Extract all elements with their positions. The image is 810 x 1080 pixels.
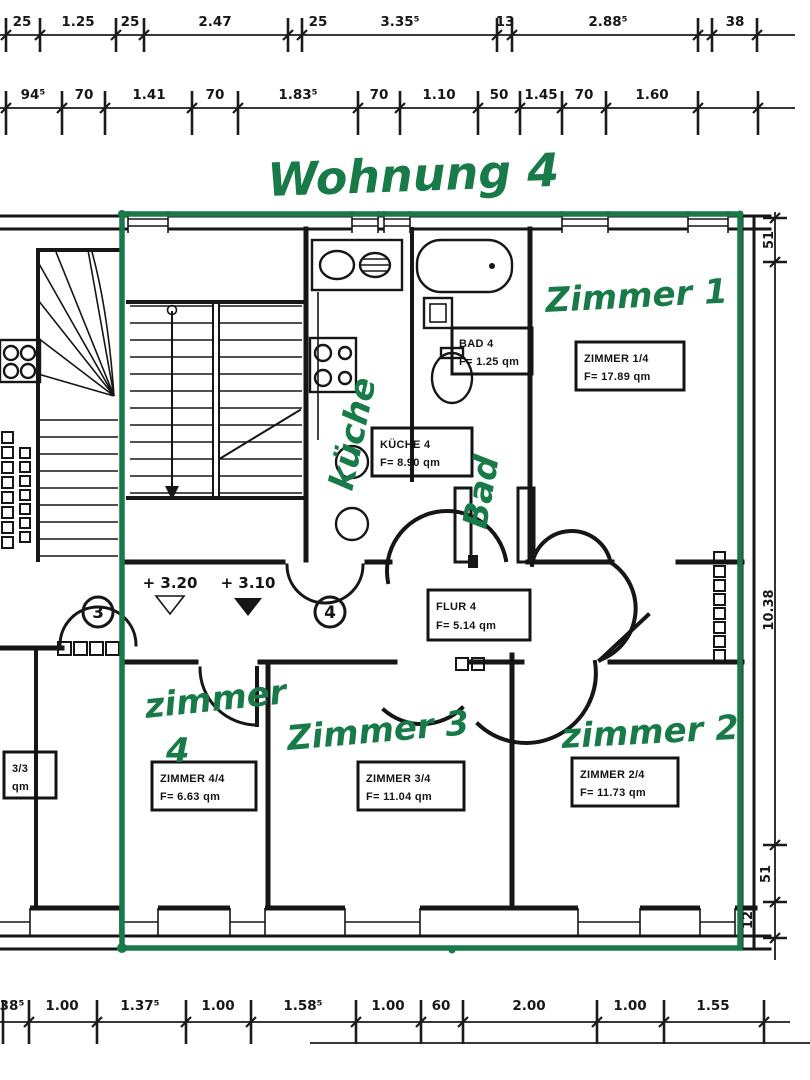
- label-zimmer4-line2: 4: [165, 731, 190, 771]
- dim-label: 1.55: [696, 998, 729, 1014]
- svg-text:KÜCHE 4: KÜCHE 4: [380, 438, 431, 451]
- handwritten-labels: Wohnung 4 Zimmer 1 küche Bad zimmer 4 Zi…: [142, 143, 740, 771]
- svg-text:F= 6.63 qm: F= 6.63 qm: [160, 791, 220, 803]
- door-number-4: 4: [313, 595, 347, 629]
- dim-label: 3.35⁵: [380, 14, 419, 30]
- dim-label: 2.47: [198, 14, 231, 30]
- dim-label: 1.83⁵: [278, 87, 317, 103]
- dimension-row-bottom: 38⁵ 1.00 1.37⁵ 1.00 1.58⁵ 1.00 60 2.00 1…: [0, 998, 810, 1044]
- door-number-3: 3: [81, 595, 115, 629]
- dim-label: 12: [741, 911, 756, 929]
- dimension-row-top-1: 25 1.25 25 2.47 25 3.35⁵ 13 2.88⁵ 38: [0, 14, 795, 52]
- dim-label: 1.25: [61, 14, 94, 30]
- dim-label: 38: [726, 14, 745, 30]
- label-zimmer1: Zimmer 1: [543, 271, 728, 321]
- svg-text:ZIMMER 3/4: ZIMMER 3/4: [366, 773, 431, 785]
- apartment-outline-marker: [117, 210, 744, 954]
- level-mark-left: + 3.20: [143, 574, 198, 616]
- dim-label: 1.00: [201, 998, 234, 1014]
- label-bad: Bad: [455, 452, 507, 532]
- label-zimmer3: Zimmer 3: [284, 703, 470, 759]
- toilet: [422, 296, 474, 405]
- dim-label: 1.37⁵: [120, 998, 159, 1014]
- bathtub: [415, 238, 514, 294]
- kitchen-appliances: [317, 292, 370, 542]
- dim-label: 70: [370, 87, 389, 103]
- dim-label: 51: [762, 231, 777, 249]
- room-stamp-zimmer3: ZIMMER 3/4 F= 11.04 qm: [356, 760, 466, 812]
- dimension-column-right: 51 10.38 51 12: [741, 212, 787, 960]
- svg-text:F= 1.25 qm: F= 1.25 qm: [459, 356, 519, 368]
- dim-label: 1.00: [613, 998, 646, 1014]
- dim-label: 50: [490, 87, 509, 103]
- dim-label: 1.10: [422, 87, 455, 103]
- main-staircase: [130, 301, 302, 500]
- svg-text:+ 3.10: + 3.10: [221, 574, 276, 592]
- svg-text:4: 4: [324, 603, 336, 623]
- dim-label: 38⁵: [0, 998, 24, 1014]
- dim-label: 1.00: [45, 998, 78, 1014]
- window: [127, 211, 729, 233]
- dim-label: 1.41: [132, 87, 165, 103]
- dim-label: 25: [309, 14, 328, 30]
- dim-label: 51: [759, 865, 774, 883]
- svg-text:F= 11.04 qm: F= 11.04 qm: [366, 791, 432, 803]
- level-mark-right: + 3.10: [221, 574, 276, 616]
- dim-label: 1.00: [371, 998, 404, 1014]
- svg-text:F= 8.90 qm: F= 8.90 qm: [380, 457, 440, 469]
- svg-text:3: 3: [92, 603, 104, 623]
- room-stamp-zimmer4: ZIMMER 4/4 F= 6.63 qm: [150, 760, 258, 812]
- dim-label: 1.58⁵: [283, 998, 322, 1014]
- label-zimmer2: zimmer 2: [559, 708, 739, 757]
- dim-label: 10.38: [762, 589, 777, 630]
- dim-label: 70: [575, 87, 594, 103]
- stove-icon: [308, 336, 358, 394]
- svg-text:ZIMMER 1/4: ZIMMER 1/4: [584, 353, 649, 365]
- room-stamp-flur: FLUR 4 F= 5.14 qm: [426, 588, 532, 642]
- svg-text:ZIMMER 4/4: ZIMMER 4/4: [160, 773, 225, 785]
- radiator: [1, 431, 31, 549]
- apartment-title: Wohnung 4: [266, 143, 559, 207]
- winder-staircase: [37, 249, 118, 557]
- svg-text:3/3: 3/3: [12, 763, 28, 775]
- room-stamp-zimmer1: ZIMMER 1/4 F= 17.89 qm: [574, 340, 686, 392]
- kitchen-sink: [310, 238, 404, 292]
- window: [0, 902, 736, 936]
- room-stamp-zimmer2: ZIMMER 2/4 F= 11.73 qm: [570, 756, 680, 808]
- dim-label: 70: [206, 87, 225, 103]
- room-stamp-kueche: KÜCHE 4 F= 8.90 qm: [370, 426, 474, 478]
- room-stamp-neighbor: 3/3 qm: [2, 750, 58, 800]
- room-stamp-bad: BAD 4 F= 1.25 qm: [450, 326, 534, 376]
- dim-label: 1.45: [524, 87, 557, 103]
- dim-label: 2.00: [512, 998, 545, 1014]
- svg-text:ZIMMER 2/4: ZIMMER 2/4: [580, 769, 645, 781]
- dim-label: 25: [13, 14, 32, 30]
- dim-label: 94⁵: [21, 87, 46, 103]
- neighbor-stove-icon: [0, 338, 42, 384]
- svg-text:F= 11.73 qm: F= 11.73 qm: [580, 787, 646, 799]
- dim-label: 2.88⁵: [588, 14, 627, 30]
- svg-text:F= 17.89 qm: F= 17.89 qm: [584, 371, 651, 383]
- svg-text:qm: qm: [12, 781, 29, 793]
- dim-label: 60: [432, 998, 451, 1014]
- dim-label: 1.60: [635, 87, 668, 103]
- dim-label: 13: [496, 14, 515, 30]
- svg-text:+ 3.20: + 3.20: [143, 574, 198, 592]
- radiator: [713, 551, 726, 662]
- outer-walls: [0, 211, 772, 951]
- door-arcs: [58, 486, 651, 745]
- svg-text:FLUR 4: FLUR 4: [436, 601, 477, 613]
- radiator: [57, 641, 120, 656]
- svg-text:BAD 4: BAD 4: [459, 338, 494, 350]
- radiator: [455, 657, 485, 671]
- dimension-row-top-2: 94⁵ 70 1.41 70 1.83⁵ 70 1.10 50 1.45 70 …: [0, 87, 795, 135]
- svg-text:F= 5.14 qm: F= 5.14 qm: [436, 620, 496, 632]
- dim-label: 70: [75, 87, 94, 103]
- dim-label: 25: [121, 14, 140, 30]
